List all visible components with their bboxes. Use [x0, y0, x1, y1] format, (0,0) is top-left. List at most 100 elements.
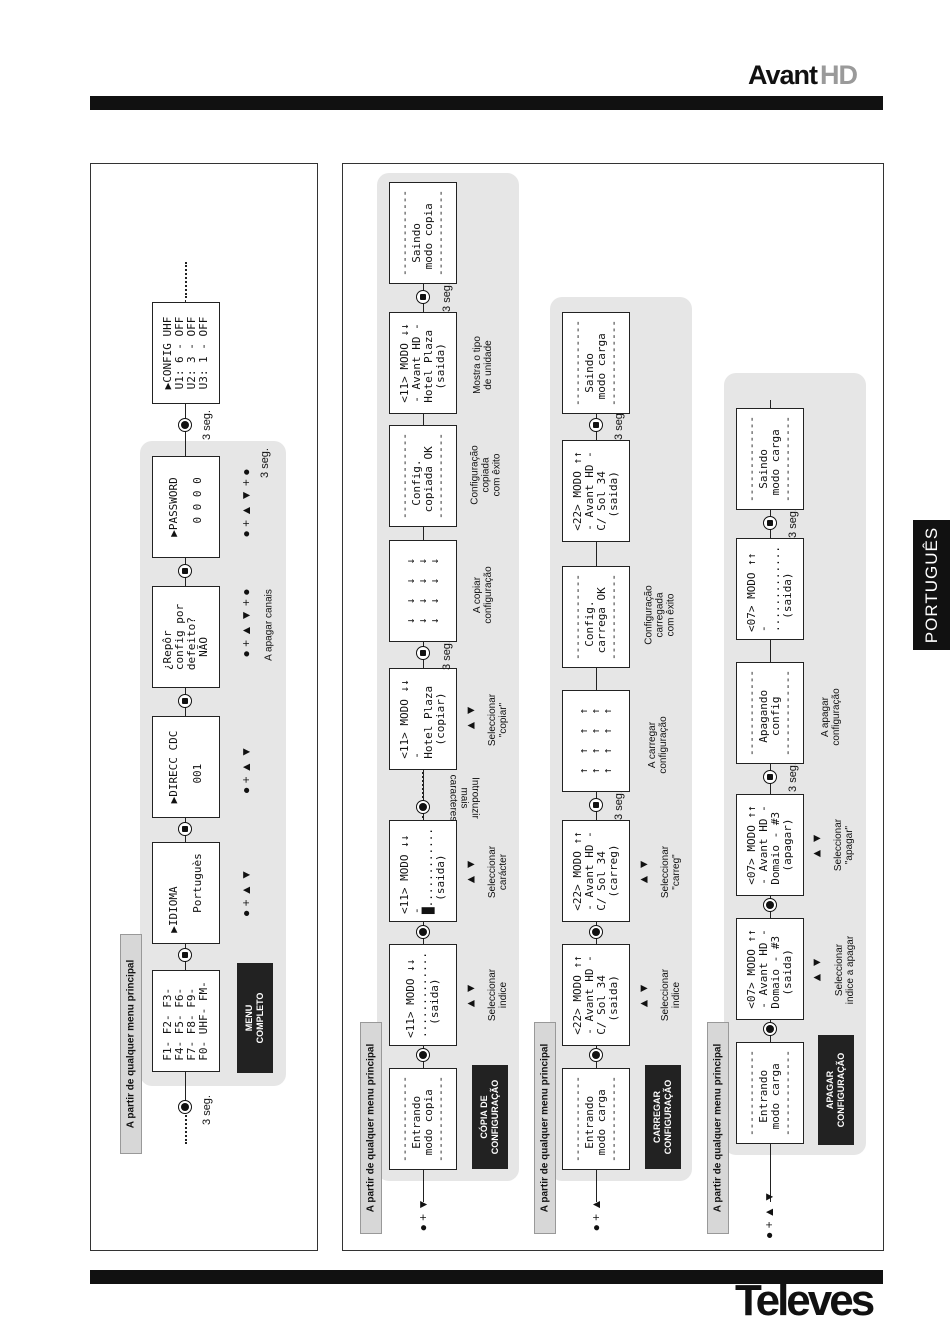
lcd-carga-final: <22> MODO ↑↑ - Avant HD - C/ Sol 34 (sai…: [562, 440, 630, 542]
lcd-carga-ok: ------------- Config. carrega OK -------…: [562, 566, 630, 668]
copia-dotted-loop: [422, 768, 424, 818]
lcd-copia-indice: <11> MODO ↓↓ ............. (saida): [389, 944, 457, 1046]
brand-avant: Avant: [748, 60, 818, 90]
carga-arrows-1: ▲ ▼: [636, 982, 651, 1010]
lcd-carga-progress: ↑ ↑ ↑ ↑ ↑ ↑ ↑ ↑ ↑ ↑ ↑ ↑: [562, 690, 630, 792]
lcd-idioma: ▶IDIOMA Portuguès: [152, 842, 220, 944]
copia-from-any-callout: A partir de qualquer menu principal: [360, 1022, 382, 1234]
apagar-stop-icon-2: [763, 516, 777, 530]
lcd-direcc-cdc: ▶DIRECC CDC 001: [152, 716, 220, 818]
copia-label-caracter: Seleccionar carácter: [487, 845, 509, 899]
apagar-label-a-apagar: A apagar configuração: [820, 688, 842, 746]
lcd-apagar-final: <07> MODO ↑↑ - ............. (saida): [736, 538, 804, 640]
carga-label-indice: Seleccionar indice: [660, 968, 682, 1022]
copia-three-sec-1: 3 seg.: [441, 640, 453, 670]
copia-label-exito: Configuração copiada com êxito: [469, 445, 503, 505]
copia-three-sec-2: 3 seg.: [441, 282, 453, 312]
lcd-function-keys: F1- F2- F3- F4- F5- F6- F7- F8- F9- F0- …: [152, 970, 220, 1072]
copia-stop-icon-2: [416, 290, 430, 304]
ok-button-icon-2: [178, 418, 192, 432]
footer-bar: [90, 1270, 883, 1284]
carga-label-exito: Configuração carregada com êxito: [643, 585, 677, 645]
carga-entry-buttons: ● + ▲: [589, 1198, 603, 1232]
header-bar: [90, 96, 883, 110]
lcd-carga-indice: <22> MODO ↑↑ - Avant HD - C/ Sol 34 (sai…: [562, 944, 630, 1046]
lcd-apagar-saindo: ------------- Saindo modo carga --------…: [736, 408, 804, 510]
apagar-tag: APAGAR CONFIGURAÇÃO: [818, 1035, 854, 1145]
televes-logo: Televes: [735, 1276, 875, 1325]
apagar-canais-label: A apagar canais: [263, 589, 275, 661]
language-label: PORTUGUÊS: [921, 526, 941, 644]
apagar-from-any-callout: A partir de qualquer menu principal: [707, 1022, 729, 1234]
menu-flow-bottom-dots: [185, 1108, 187, 1144]
carga-stop-icon-1: [589, 798, 603, 812]
lcd-carga-saindo: ------------- Saindo modo carga --------…: [562, 312, 630, 414]
copia-label-unidade: Mostra o tipo de unidade: [472, 336, 494, 394]
nav-buttons-repor: ● + ▲ ▼ + ●: [239, 588, 253, 657]
apagar-label-indice: Seleccionar indice a apagar: [834, 935, 856, 1005]
lcd-repor-config: ¿Repôr config por defeito? NÃO: [152, 586, 220, 688]
carga-label-carreg: Seleccionar "carreg": [660, 845, 682, 899]
lcd-copia-caracter: <11> MODO ↓↓ - █............ (saida): [389, 820, 457, 922]
menu-completo-tag: MENU COMPLETO: [237, 963, 273, 1073]
nav-buttons-cdc: ● + ▲ ▼: [239, 745, 253, 795]
apagar-arrows-1: ▲ ▼: [809, 956, 824, 984]
carga-ok-icon-2: [589, 925, 603, 939]
menu-flow-top-dots: [185, 262, 187, 298]
nav-buttons-password: ● + ▲ ▼ + ●: [239, 468, 253, 537]
carga-tag: CARREGAR CONFIGURAÇÃO: [645, 1065, 681, 1169]
apagar-label-apagar: Seleccionar "apagar": [833, 818, 855, 872]
lcd-copia-entrando: ------------- Entrando modo copia ------…: [389, 1068, 457, 1170]
nav-buttons-idioma: ● + ▲ ▼: [239, 868, 253, 918]
carga-stop-icon-2: [589, 418, 603, 432]
carga-label-a-carregar: A carregar configuração: [647, 716, 669, 774]
copia-ok-icon-1: [416, 1048, 430, 1062]
carga-from-any-callout: A partir de qualquer menu principal: [534, 1022, 556, 1234]
copia-label-mais-caracteres: Introduzir mais caracteres: [447, 774, 481, 822]
apagar-arrows-2: ▲ ▼: [809, 832, 824, 860]
lcd-copia-saindo: ------------- Saindo modo copia --------…: [389, 182, 457, 284]
brand-hd: HD: [820, 60, 858, 90]
copia-tag: CÓPIA DE CONFIGURAÇÃO: [472, 1065, 508, 1169]
stop-button-icon: [178, 948, 192, 962]
copia-ok-icon-3: [416, 800, 430, 814]
ok-button-icon: [178, 1100, 192, 1114]
apagar-stop-icon-1: [763, 770, 777, 784]
copia-label-copiar: Seleccionar "copiar": [487, 693, 509, 747]
stop-button-icon-2: [178, 822, 192, 836]
copia-ok-icon-2: [416, 925, 430, 939]
stop-button-icon-3: [178, 694, 192, 708]
lcd-apagar-apagar: <07> MODO ↑↑ - Avant HD - Domaio - #3 (a…: [736, 794, 804, 896]
stop-button-icon-4: [178, 564, 192, 578]
copia-label-a-copiar: A copiar configuração: [472, 566, 494, 624]
copia-entry-buttons: ● + ▼: [416, 1198, 430, 1232]
copia-arrows-2: ▲ ▼: [463, 858, 478, 886]
lcd-password: ▶PASSWORD 0 0 0 0: [152, 456, 220, 558]
copia-arrows-3: ▲ ▼: [463, 704, 478, 732]
three-sec-label: 3 seg.: [201, 1095, 213, 1125]
lcd-apagar-apagando: ------------- Apagando config ----------…: [736, 662, 804, 764]
apagar-entry-buttons: ● + ▲ ▼: [762, 1190, 776, 1240]
carga-ok-icon-1: [589, 1048, 603, 1062]
from-any-menu-callout: A partir de qualquer menu principal: [120, 934, 142, 1154]
lcd-config-uhf: ▶CONFIG UHF U1: 6 - OFF U2: 3 - OFF U3: …: [152, 302, 220, 404]
copia-label-indice: Seleccionar indice: [487, 968, 509, 1022]
three-sec-label-2: 3 seg.: [201, 410, 213, 440]
lcd-apagar-entrando: ------------- Entrando modo carga ------…: [736, 1042, 804, 1144]
carga-three-sec-1: 3 seg.: [613, 790, 625, 820]
apagar-three-sec-1: 3 seg.: [787, 762, 799, 792]
lcd-copia-unidade: <11> MODO ↓↓ - Avant HD - Hotel Plaza (s…: [389, 312, 457, 414]
copia-stop-icon-1: [416, 646, 430, 660]
lcd-copia-progress: ↓ ↓ ↓ ↓ ↓ ↓ ↓ ↓ ↓ ↓ ↓ ↓: [389, 540, 457, 642]
apagar-ok-icon-1: [763, 1022, 777, 1036]
carga-arrows-2: ▲ ▼: [636, 858, 651, 886]
three-sec-password: 3 seg.: [259, 448, 271, 478]
language-tab: PORTUGUÊS: [913, 520, 950, 650]
apagar-three-sec-2: 3 seg.: [787, 508, 799, 538]
lcd-apagar-indice: <07> MODO ↑↑ - Avant HD - Domaio - #3 (s…: [736, 918, 804, 1020]
lcd-carga-carreg: <22> MODO ↑↑ - Avant HD - C/ Sol 34 (car…: [562, 820, 630, 922]
lcd-carga-entrando: ------------- Entrando modo carga ------…: [562, 1068, 630, 1170]
lcd-copia-copiar: <11> MODO ↓↓ - Hotel Plaza (copiar): [389, 668, 457, 770]
lcd-copia-ok: ------------- Config. copiada OK -------…: [389, 425, 457, 527]
